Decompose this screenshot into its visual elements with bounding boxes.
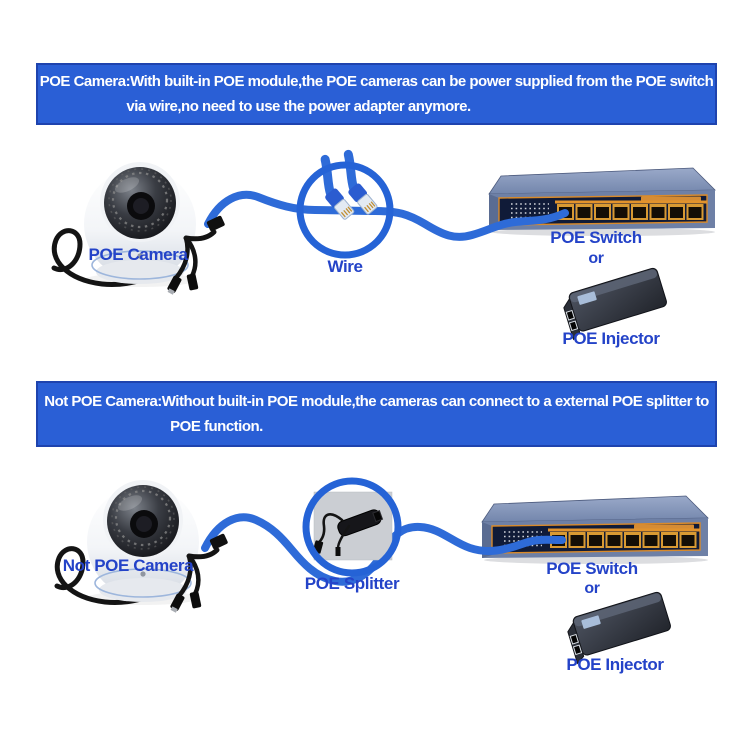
poe-injector-label-2: POE Injector — [566, 655, 664, 674]
poe-banner-line2: via wire,no need to use the power adapte… — [126, 98, 471, 115]
poe-camera-label: POE Camera — [88, 245, 188, 264]
rj45-connectors-icon — [320, 149, 378, 220]
not-poe-camera-label: Not POE Camera — [62, 556, 194, 575]
poe-switch-label-2: POE Switch — [546, 559, 638, 578]
wire-label: Wire — [327, 257, 363, 276]
wire-highlight-circle — [296, 161, 394, 259]
not-poe-banner-line1: Not POE Camera:Without built-in POE modu… — [44, 393, 709, 410]
poe-splitter-image — [312, 491, 393, 561]
splitter-highlight-circle — [302, 477, 402, 577]
poe-splitter-label: POE Splitter — [304, 574, 400, 593]
poe-banner: POE Camera:With built-in POE module,the … — [36, 63, 717, 125]
poe-injector-image-2 — [563, 590, 674, 664]
ethernet-cable-top — [204, 190, 569, 241]
poe-switch-image — [488, 167, 716, 237]
not-poe-banner-line2: POE function. — [170, 418, 263, 435]
or-label: or — [588, 250, 604, 267]
not-poe-banner: Not POE Camera:Without built-in POE modu… — [36, 381, 717, 447]
poe-injector-label: POE Injector — [562, 329, 660, 348]
poe-switch-label: POE Switch — [550, 228, 642, 247]
poe-switch-image-2 — [481, 495, 709, 565]
poe-banner-line1: POE Camera:With built-in POE module,the … — [39, 73, 714, 90]
poe-camera-image — [54, 162, 225, 295]
or-label-2: or — [584, 580, 600, 597]
